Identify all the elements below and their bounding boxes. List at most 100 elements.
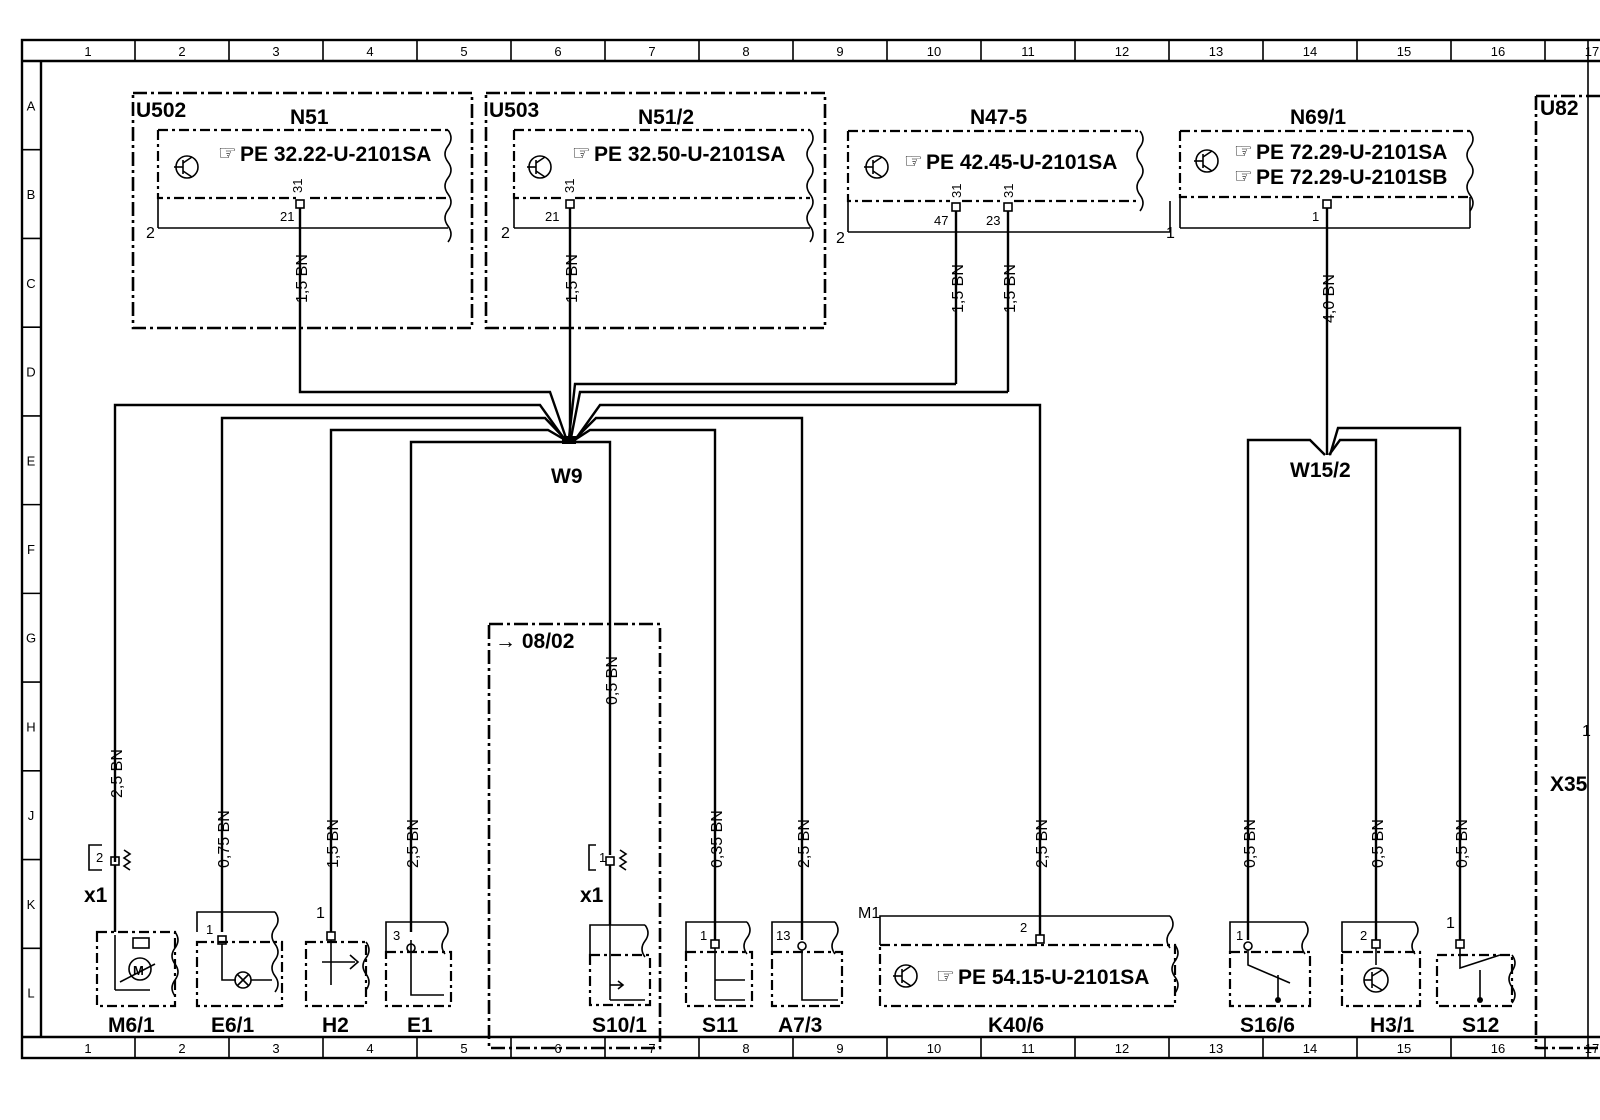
wire-label: 0,5 BN xyxy=(1370,819,1387,868)
pin-number: 1 xyxy=(316,905,325,922)
pin-number: 21 xyxy=(545,209,559,224)
column-number: 1 xyxy=(84,1041,91,1056)
wire-label: 0,75 BN xyxy=(216,810,233,868)
row-letter: E xyxy=(27,453,36,468)
pointing-hand-icon: ☞ xyxy=(572,142,591,165)
column-number: 1 xyxy=(84,44,91,59)
pointing-hand-icon: ☞ xyxy=(218,142,237,165)
column-number: 8 xyxy=(742,1041,749,1056)
column-number: 12 xyxy=(1115,1041,1129,1056)
unit-u502: U502 N51 ☞ PE 32.22-U-2101SA 31 21 2 1,5… xyxy=(131,91,474,330)
column-number: 9 xyxy=(836,44,843,59)
headlamp-icon xyxy=(410,940,444,996)
pointing-hand-icon: ☞ xyxy=(1234,165,1253,188)
pin-number: 1 xyxy=(1582,723,1591,740)
column-number: 15 xyxy=(1397,44,1411,59)
component-label: S12 xyxy=(1462,1014,1499,1037)
pin-number: 2 xyxy=(1360,928,1367,943)
column-number: 16 xyxy=(1491,1041,1505,1056)
row-letter: J xyxy=(28,808,35,823)
wire-label: 0,5 BN xyxy=(604,656,621,705)
transistor-icon xyxy=(864,155,889,179)
unit-n47-5: N47-5 ☞ PE 42.45-U-2101SA 31 31 47 23 2 … xyxy=(836,106,1171,392)
column-number: 5 xyxy=(460,44,467,59)
wire-label: 2,5 BN xyxy=(109,749,126,798)
diagram-frame xyxy=(20,38,1600,1060)
component-a7-3: 2,5 BN 13 A7/3 xyxy=(770,819,844,1037)
column-number: 12 xyxy=(1115,44,1129,59)
ground-number: 2 xyxy=(501,225,510,242)
column-number: 3 xyxy=(272,44,279,59)
junction-label: W15/2 xyxy=(1290,459,1351,482)
wire-label: 2,5 BN xyxy=(796,819,813,868)
connector-pin xyxy=(951,202,961,212)
connector-label: x1 xyxy=(84,884,108,907)
row-letter: H xyxy=(26,719,35,734)
column-number: 16 xyxy=(1491,44,1505,59)
pressure-switch-icon xyxy=(1247,950,1291,1003)
ground-number: 2 xyxy=(836,230,845,247)
column-number: 7 xyxy=(648,44,655,59)
pin-number: 2 xyxy=(1020,920,1027,935)
component-h3-1: 0,5 BN 2 H3/1 xyxy=(1340,819,1422,1037)
component-h2: 1,5 BN 1 H2 xyxy=(304,819,370,1037)
connector-pin xyxy=(1322,199,1332,209)
component-e6-1: 0,75 BN 1 E6/1 xyxy=(195,810,284,1037)
wire-label-b: 1,5 BN xyxy=(1002,264,1019,313)
pointing-hand-icon: ☞ xyxy=(936,965,955,988)
unit-name: N69/1 xyxy=(1290,106,1346,129)
row-letter: C xyxy=(26,276,35,291)
component-label: H3/1 xyxy=(1370,1014,1415,1037)
column-number: 11 xyxy=(1021,44,1035,59)
component-s11: 0,35 BN 1 S11 xyxy=(684,810,754,1037)
component-label: A7/3 xyxy=(778,1014,822,1037)
pin-number: 2 xyxy=(96,850,103,865)
pin-number: 13 xyxy=(776,928,790,943)
wire-label: 0,5 BN xyxy=(1454,819,1471,868)
connector-label: x1 xyxy=(580,884,604,907)
wire-label-a: 1,5 BN xyxy=(950,264,967,313)
pin-number: 21 xyxy=(280,209,294,224)
pe-reference: PE 42.45-U-2101SA xyxy=(926,151,1117,174)
wire-label: 4,0 BN xyxy=(1321,274,1338,323)
transistor-icon xyxy=(1363,948,1389,993)
row-letter: A xyxy=(27,98,36,113)
w9-harness: W9 xyxy=(113,330,1042,830)
pin-number: 1 xyxy=(206,922,213,937)
unit-code: U82 xyxy=(1540,97,1579,120)
column-number: 17 xyxy=(1585,44,1599,59)
module-icon xyxy=(801,950,838,1001)
component-label: E6/1 xyxy=(211,1014,255,1037)
pin-ref: 31 xyxy=(562,179,577,193)
pin-number: 1 xyxy=(1312,209,1319,224)
pin-number-b: 23 xyxy=(986,213,1000,228)
pointing-hand-icon: ☞ xyxy=(904,150,923,173)
wire-label: 1,5 BN xyxy=(325,819,342,868)
ground-number: 2 xyxy=(146,225,155,242)
wire-label: 2,5 BN xyxy=(1034,819,1051,868)
pin-number: 1 xyxy=(599,850,606,865)
row-letter: K xyxy=(27,897,36,912)
pe-reference: PE 32.22-U-2101SA xyxy=(240,143,431,166)
column-number: 2 xyxy=(178,1041,185,1056)
column-number: 2 xyxy=(178,44,185,59)
column-number: 3 xyxy=(272,1041,279,1056)
connector-pin xyxy=(565,199,575,209)
column-number: 4 xyxy=(366,44,373,59)
column-number: 9 xyxy=(836,1041,843,1056)
pin-number-a: 47 xyxy=(934,213,948,228)
ground-number: 1 xyxy=(1166,225,1175,242)
transistor-icon xyxy=(527,155,552,179)
transistor-icon xyxy=(174,155,199,179)
unit-n69-1: N69/1 ☞ PE 72.29-U-2101SA ☞ PE 72.29-U-2… xyxy=(1166,106,1474,440)
component-label: K40/6 xyxy=(988,1014,1044,1037)
connector-pin xyxy=(295,199,305,209)
component-s16-6: 0,5 BN 1 S16/6 xyxy=(1228,819,1312,1037)
row-letter: L xyxy=(27,986,34,1001)
component-m6-1: 2,5 BN 2 x1 M M6/1 xyxy=(84,749,179,1037)
component-k40-6: 2,5 BN M1 2 ☞ PE 54.15-U-2101SA K40/6 xyxy=(858,819,1179,1037)
connector-label: X35 xyxy=(1550,773,1588,796)
pin-number: 3 xyxy=(393,928,400,943)
